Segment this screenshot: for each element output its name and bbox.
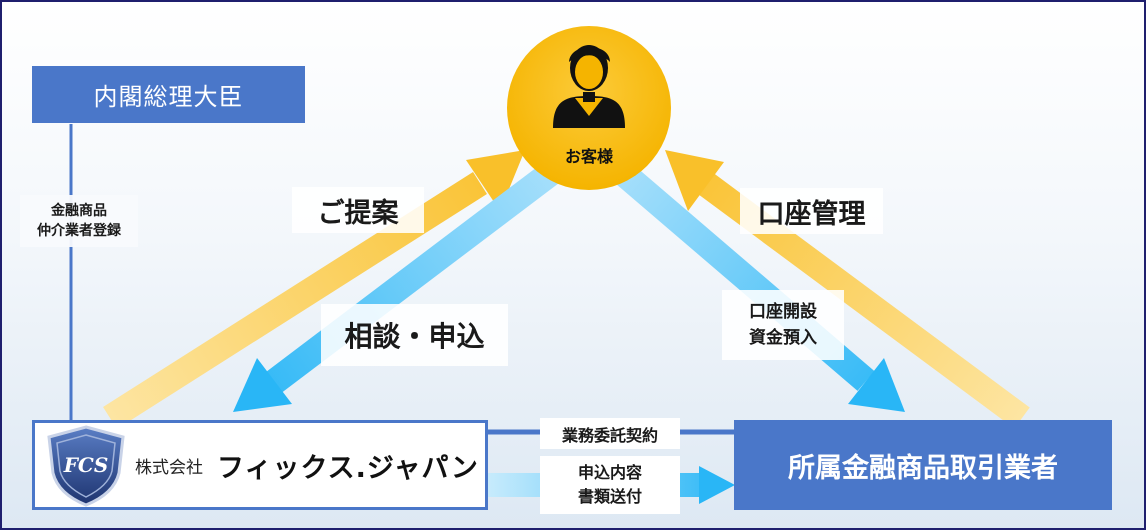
logo-text: FCS bbox=[63, 453, 109, 477]
company-box: FCS 株式会社 フィックス.ジャパン bbox=[32, 420, 488, 510]
registration-label: 金融商品 仲介業者登録 bbox=[20, 195, 138, 247]
customer-label: お客様 bbox=[564, 147, 613, 166]
business-contract-label: 業務委託契約 bbox=[540, 418, 680, 449]
broker-label: 所属金融商品取引業者 bbox=[788, 452, 1058, 484]
company-logo: FCS bbox=[47, 425, 125, 507]
proposal-label: ご提案 bbox=[292, 187, 424, 233]
person-icon bbox=[553, 45, 625, 128]
authority-label: 内閣総理大臣 bbox=[93, 83, 244, 111]
consult-arrow bbox=[233, 155, 568, 412]
authority-box: 内閣総理大臣 bbox=[32, 66, 305, 123]
account-management-label: 口座管理 bbox=[740, 188, 883, 234]
consult-label: 相談・申込 bbox=[321, 304, 508, 366]
account-open-label: 口座開設 資金預入 bbox=[722, 290, 844, 360]
company-name: フィックス.ジャパン bbox=[217, 452, 479, 484]
document-send-label: 申込内容 書類送付 bbox=[540, 456, 680, 514]
company-prefix: 株式会社 bbox=[135, 457, 203, 478]
broker-box: 所属金融商品取引業者 bbox=[734, 420, 1112, 510]
